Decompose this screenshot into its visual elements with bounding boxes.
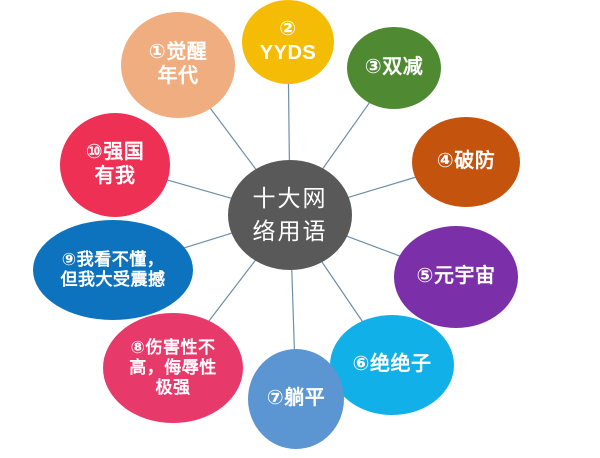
connector-line-1: [209, 107, 257, 171]
node-8-label: ⑧伤害性不 高，侮辱性 极强: [129, 337, 217, 398]
connector-line-6: [320, 260, 364, 323]
node-1[interactable]: ①觉醒 年代: [121, 12, 235, 118]
node-7-label: ⑦躺平: [266, 387, 326, 410]
node-2[interactable]: ② YYDS: [242, 0, 334, 84]
node-4-label: ④破防: [436, 150, 496, 173]
node-9[interactable]: ⑨我看不懂， 但我大受震撼: [33, 220, 193, 320]
node-5-label: ⑤元宇宙: [416, 265, 496, 288]
connector-line-8: [207, 259, 257, 323]
connector-line-10: [166, 179, 233, 199]
connector-line-7: [291, 268, 296, 351]
node-3-label: ③双减: [364, 56, 424, 79]
node-5[interactable]: ⑤元宇宙: [394, 226, 518, 328]
node-9-label: ⑨我看不懂， 但我大受震撼: [60, 249, 166, 289]
node-4[interactable]: ④破防: [412, 117, 520, 207]
connector-line-3: [321, 101, 371, 170]
node-6-label: ⑥绝绝子: [352, 353, 432, 376]
center-node: 十大网 络用语: [228, 160, 352, 270]
connector-line-2: [287, 82, 290, 162]
connector-line-5: [345, 235, 401, 257]
node-1-label: ①觉醒 年代: [148, 41, 208, 87]
node-2-label: ② YYDS: [259, 18, 317, 64]
node-6[interactable]: ⑥绝绝子: [330, 315, 454, 415]
center-node-label: 十大网 络用语: [252, 185, 328, 244]
connector-line-9: [183, 232, 233, 249]
node-7[interactable]: ⑦躺平: [248, 349, 344, 449]
node-10-label: ⑩强国 有我: [85, 141, 145, 187]
connector-line-4: [347, 176, 417, 199]
node-8[interactable]: ⑧伤害性不 高，侮辱性 极强: [103, 313, 243, 423]
node-10[interactable]: ⑩强国 有我: [60, 113, 170, 217]
node-3[interactable]: ③双减: [347, 27, 441, 109]
